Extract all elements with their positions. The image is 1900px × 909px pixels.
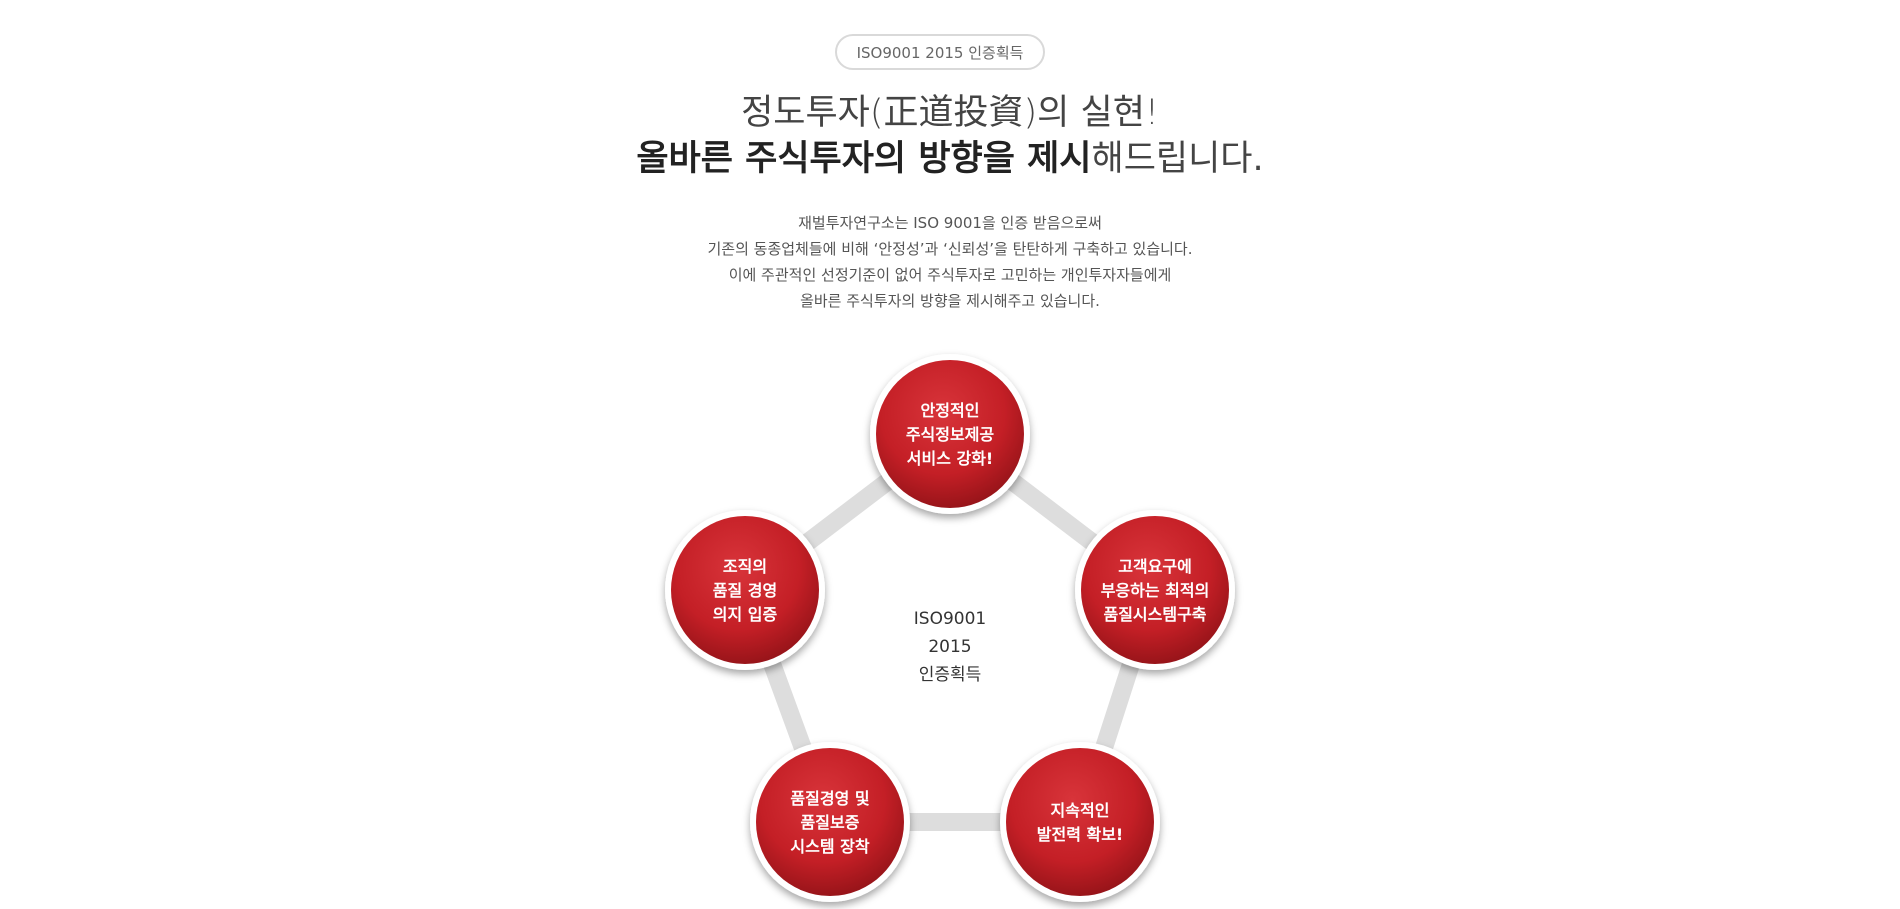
node-bottom-left: 품질경영 및 품질보증 시스템 장착 [750, 742, 910, 902]
node-right: 고객요구에 부응하는 최적의 품질시스템구축 [1075, 510, 1235, 670]
node-bottom-left-circle [756, 748, 904, 896]
node-left-line-2: 품질 경영 [713, 581, 777, 600]
node-top-line-3: 서비스 강화! [907, 449, 993, 468]
node-top-line-2: 주식정보제공 [906, 425, 995, 444]
node-bottom-left-line-3: 시스템 장착 [790, 837, 869, 856]
node-top-circle [876, 360, 1024, 508]
title-line-2-bold: 올바른 주식투자의 방향을 제시 [636, 139, 1092, 179]
node-left-line-1: 조직의 [723, 557, 767, 576]
node-bottom-right-line-2: 발전력 확보! [1037, 825, 1123, 844]
node-bottom-right-circle [1006, 748, 1154, 896]
center-line-2: 2015 [928, 637, 971, 657]
center-label: ISO9001 2015 인증획득 [914, 609, 986, 685]
certification-badge: ISO9001 2015 인증획득 [835, 34, 1045, 70]
node-right-line-2: 부응하는 최적의 [1101, 581, 1210, 600]
node-left-line-3: 의지 입증 [713, 605, 778, 624]
node-left-circle [671, 516, 819, 664]
description-line: 올바른 주식투자의 방향을 제시해주고 있습니다. [800, 292, 1100, 310]
description-line: 이에 주관적인 선정기준이 없어 주식투자로 고민하는 개인투자자들에게 [728, 266, 1172, 284]
center-line-3: 인증획득 [919, 665, 982, 685]
page-title: 정도투자(正道投資)의 실현! 올바른 주식투자의 방향을 제시해드립니다. [450, 90, 1450, 182]
title-line-1: 정도투자(正道投資)의 실현! [741, 93, 1159, 133]
node-bottom-right-line-1: 지속적인 [1051, 801, 1110, 820]
node-right-line-1: 고객요구에 [1118, 557, 1192, 576]
node-bottom-left-line-1: 품질경영 및 [790, 789, 869, 808]
node-top: 안정적인 주식정보제공 서비스 강화! [870, 354, 1030, 514]
node-top-line-1: 안정적인 [921, 401, 980, 420]
title-line-2: 올바른 주식투자의 방향을 제시해드립니다. [450, 136, 1450, 182]
description-line: 재벌투자연구소는 ISO 9001을 인증 받음으로써 [798, 214, 1102, 232]
node-bottom-right: 지속적인 발전력 확보! [1000, 742, 1160, 902]
center-line-1: ISO9001 [914, 609, 986, 629]
description-line: 기존의 동종업체들에 비해 ‘안정성’과 ‘신뢰성’을 탄탄하게 구축하고 있습… [707, 240, 1193, 258]
node-right-line-3: 품질시스템구축 [1103, 605, 1206, 624]
node-right-circle [1081, 516, 1229, 664]
description: 재벌투자연구소는 ISO 9001을 인증 받음으로써 기존의 동종업체들에 비… [450, 210, 1450, 314]
title-line-2-light: 해드립니다. [1091, 139, 1264, 179]
node-left: 조직의 품질 경영 의지 입증 [665, 510, 825, 670]
node-bottom-left-line-2: 품질보증 [801, 813, 860, 832]
